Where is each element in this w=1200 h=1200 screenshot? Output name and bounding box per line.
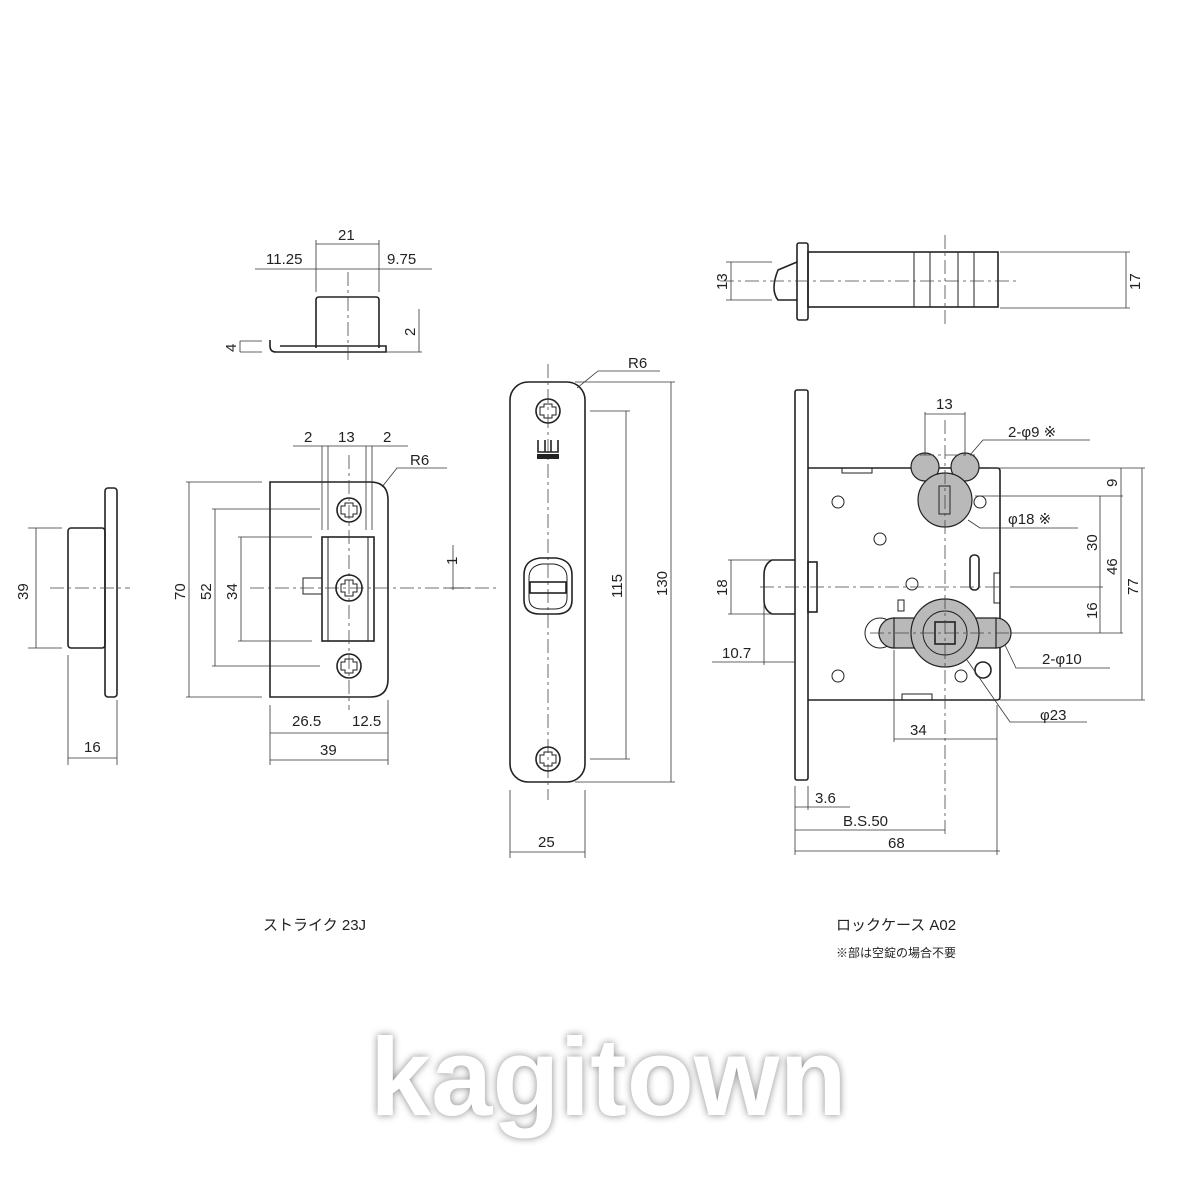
dim-strike-height-70: 70 [172,583,189,600]
dim-lockcase-46: 46 [1104,558,1121,575]
dim-strike-height-34: 34 [224,583,241,600]
dim-hole-spacing-13: 13 [936,396,953,413]
dim-strike-top-width: 21 [338,227,355,244]
faceplate-view: 1 115 130 R6 25 [444,355,675,858]
dim-lockcase-34: 34 [910,722,927,739]
dim-strike-w12-5: 12.5 [352,713,381,730]
dim-strike-w2-right: 2 [383,429,391,446]
dim-lockcase-77: 77 [1125,578,1142,595]
dim-faceplate-offset: 1 [444,557,461,565]
watermark-logo: kagitown [370,1016,847,1139]
screw-icon [335,574,363,602]
dim-latch-18: 18 [714,579,731,596]
dim-backset: B.S.50 [843,813,888,830]
label-holes-9: 2-φ9 ※ [1008,424,1056,441]
strike-radius-label: R6 [410,452,429,469]
dim-strike-side-height: 39 [15,583,32,600]
strike-top-view: 21 11.25 9.75 4 2 [223,227,432,360]
west-logo-icon [537,440,559,459]
strike-caption: ストライク 23J [263,917,366,934]
dim-lockcase-3-6: 3.6 [815,790,836,807]
dim-strike-w39: 39 [320,742,337,759]
dim-lockcase-30: 30 [1084,534,1101,551]
dim-faceplate-130: 130 [654,571,671,596]
screw-icon [535,746,561,772]
dim-strike-w13: 13 [338,429,355,446]
dim-lockcase-68: 68 [888,835,905,852]
dim-lockcase-top-13: 13 [714,273,731,290]
lockcase-front-view: 13 2-φ9 ※ φ18 ※ 2-φ10 φ23 9 30 16 46 77 … [712,389,1145,855]
dim-strike-w2-left: 2 [304,429,312,446]
screw-icon [336,497,362,523]
dim-lockcase-16: 16 [1084,602,1101,619]
dim-lockcase-top-17: 17 [1127,273,1144,290]
dim-strike-side-depth: 16 [84,739,101,756]
dim-strike-top-plate: 2 [402,328,419,336]
lockcase-caption: ロックケース A02 [836,917,956,934]
label-holes-10: 2-φ10 [1042,651,1082,668]
dim-strike-w26-5: 26.5 [292,713,321,730]
label-hub-23: φ23 [1040,707,1066,724]
dim-strike-height-52: 52 [198,583,215,600]
dim-strike-top-lip: 4 [223,344,240,352]
dim-faceplate-width: 25 [538,834,555,851]
strike-side-view: 39 16 [15,487,130,765]
screw-icon [535,398,561,424]
screw-icon [336,653,362,679]
dim-latch-10-7: 10.7 [722,645,751,662]
lockcase-top-view: 13 17 [714,235,1144,325]
label-hub-18: φ18 ※ [1008,511,1051,528]
dim-lockcase-9: 9 [1104,479,1121,487]
dim-strike-top-right: 9.75 [387,251,416,268]
dim-faceplate-115: 115 [609,574,626,598]
dim-strike-top-left: 11.25 [266,251,302,268]
lockcase-note: ※部は空錠の場合不要 [836,945,956,960]
faceplate-radius-label: R6 [628,355,647,372]
strike-front-view: 70 52 34 2 13 2 R6 26.5 12.5 39 [172,429,500,765]
